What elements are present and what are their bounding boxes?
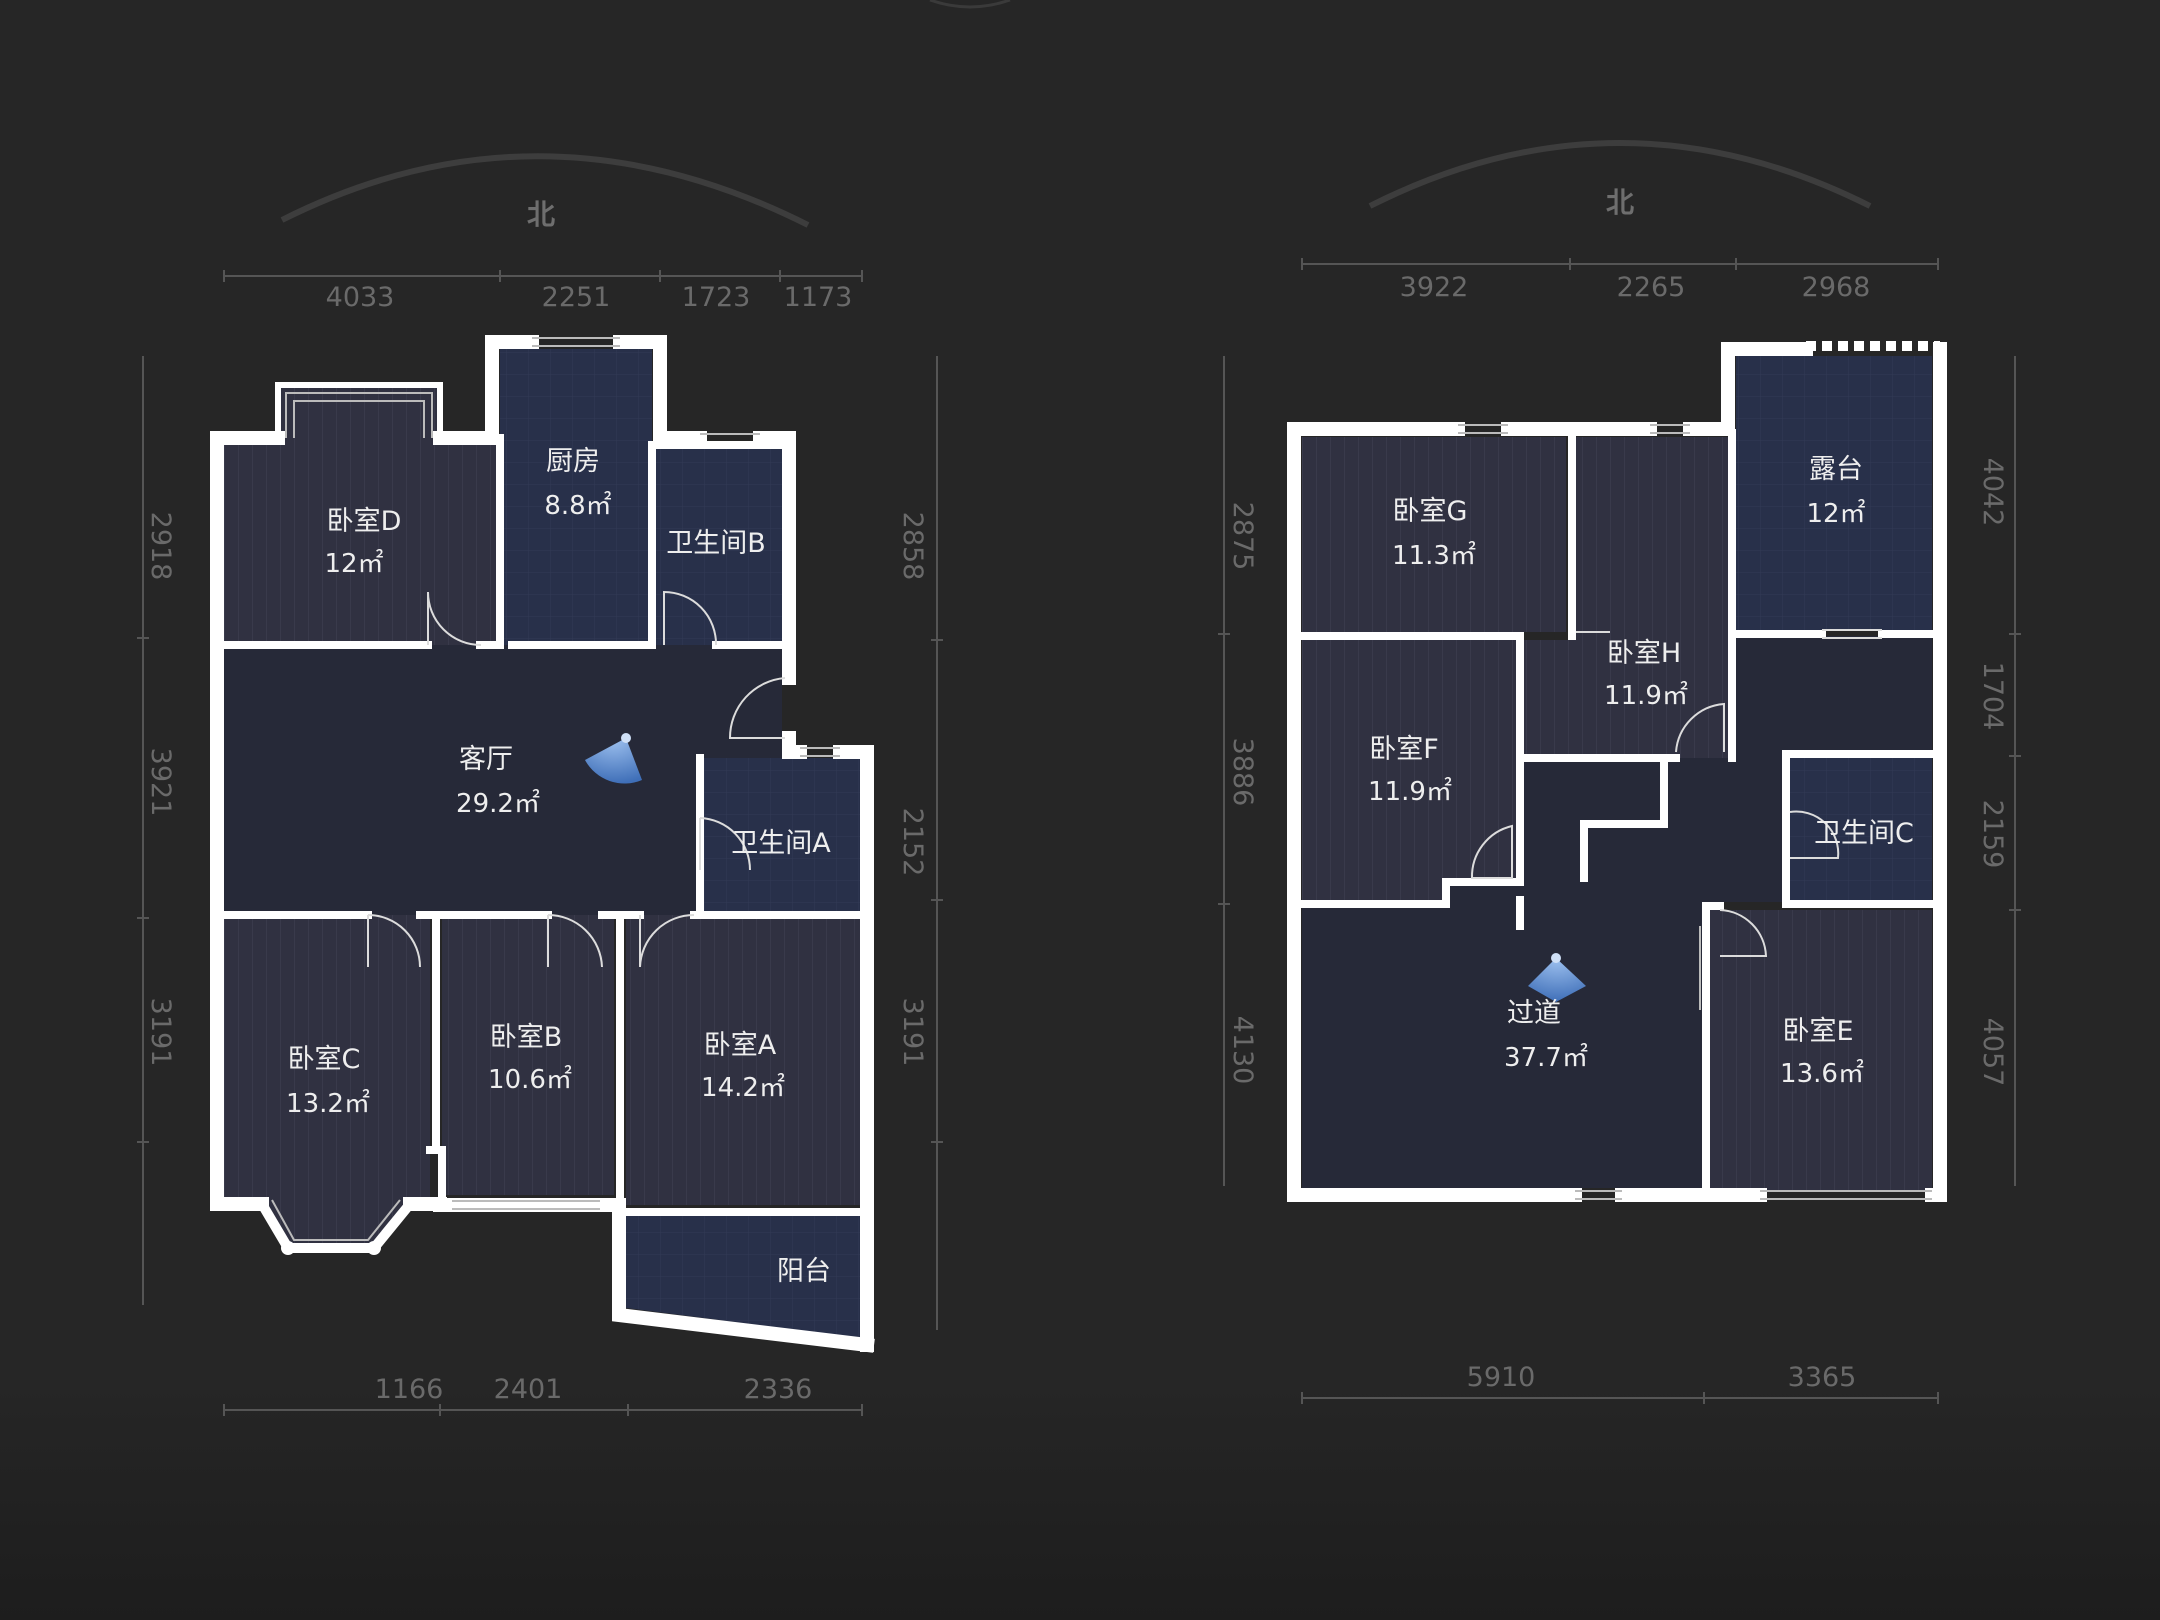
room-terrace[interactable] [1736, 356, 1932, 630]
room-bedroom-e-area: 13.6㎡ [1780, 1059, 1864, 1089]
floor1-dim-top-2: 2251 [542, 282, 611, 313]
floor2-dim-right-4: 4057 [1977, 1018, 2008, 1087]
floor2-viewpoint-icon[interactable] [1528, 958, 1586, 1002]
room-bedroom-d-name: 卧室D [327, 506, 402, 537]
floor1-plan: 北 4033 2251 1723 1173 1166 [137, 153, 943, 1416]
room-bedroom-d-area: 12㎡ [324, 549, 383, 579]
room-bedroom-c[interactable] [224, 915, 430, 1197]
floor2-dim-right-2: 1704 [1977, 662, 2008, 731]
floor1-dimension-lines [137, 270, 943, 1416]
room-bedroom-b[interactable] [442, 915, 614, 1195]
floor1-dim-bottom-1: 1166 [375, 1374, 444, 1405]
floor1-dim-left-3: 3191 [145, 998, 176, 1067]
room-bath-b[interactable] [652, 445, 782, 645]
room-kitchen-area: 8.8㎡ [544, 491, 611, 521]
floor1-bay-window-d [275, 382, 443, 438]
room-balcony-name: 阳台 [777, 1256, 831, 1287]
floor1-doors [367, 590, 786, 968]
floor2-doors [1470, 629, 1882, 957]
floor2-interior-walls [1294, 429, 1940, 1199]
floor2-plan: 北 3922 2265 2968 5910 3365 2875 3886 413… [1218, 140, 2021, 1404]
room-living-name: 客厅 [459, 744, 513, 775]
floor1-dim-bottom-2: 2401 [494, 1374, 563, 1405]
floor2-dim-left-1: 2875 [1227, 502, 1258, 571]
floor2-north-label: 北 [1606, 186, 1634, 219]
room-bedroom-g-area: 11.3㎡ [1392, 541, 1476, 571]
floor1-viewpoint-icon[interactable] [585, 738, 642, 784]
room-bedroom-h-area: 11.9㎡ [1604, 681, 1688, 711]
room-bedroom-c-area: 13.2㎡ [286, 1089, 370, 1119]
room-bedroom-e-name: 卧室E [1782, 1016, 1853, 1047]
room-terrace-area: 12㎡ [1806, 499, 1865, 529]
room-bedroom-a[interactable] [626, 915, 860, 1205]
floor2-compass-arc [1368, 140, 1872, 209]
room-bedroom-a-area: 14.2㎡ [701, 1073, 785, 1103]
floor2-dim-left-3: 4130 [1227, 1016, 1258, 1085]
floor2-dim-top-1: 3922 [1400, 272, 1469, 303]
floor2-dim-bottom-1: 5910 [1467, 1362, 1536, 1393]
floor1-interior-walls [217, 434, 868, 1216]
floor1-dim-left-1: 2918 [145, 512, 176, 581]
room-bedroom-b-name: 卧室B [490, 1022, 563, 1053]
floor2-windows [1458, 424, 1932, 1200]
room-bath-c-name: 卫生间C [1814, 818, 1914, 849]
room-corridor[interactable] [1302, 636, 1932, 1188]
floor2-dimension-lines [1218, 258, 2021, 1404]
room-kitchen-name: 厨房 [546, 446, 600, 477]
room-bath-c[interactable] [1786, 758, 1932, 902]
room-balcony[interactable] [626, 1212, 860, 1338]
floor1-dim-top-1: 4033 [326, 282, 395, 313]
room-bath-a-name: 卫生间A [731, 828, 831, 859]
floor1-dim-right-1: 2858 [897, 512, 928, 581]
room-bedroom-f-area: 11.9㎡ [1368, 777, 1452, 807]
room-bedroom-b-area: 10.6㎡ [488, 1065, 572, 1095]
room-bath-b-name: 卫生间B [666, 528, 766, 559]
room-bedroom-d[interactable] [224, 438, 500, 645]
room-bedroom-c-name: 卧室C [288, 1044, 361, 1075]
room-corridor-name: 过道 [1507, 998, 1561, 1029]
room-bedroom-h-name: 卧室H [1607, 638, 1681, 669]
floor2-dim-right-1: 4042 [1977, 458, 2008, 527]
room-terrace-name: 露台 [1809, 454, 1863, 485]
room-bedroom-f[interactable] [1302, 640, 1520, 902]
floor2-dim-top-3: 2968 [1802, 272, 1871, 303]
floor2-terrace-rail [1806, 341, 1947, 632]
room-bath-a[interactable] [700, 758, 860, 915]
floor1-dim-left-2: 3921 [145, 748, 176, 817]
floor1-exterior-walls [210, 335, 875, 1353]
floor1-bay-window-c [257, 1200, 414, 1253]
floor2-dim-right-3: 2159 [1977, 800, 2008, 869]
floor1-dim-right-2: 2152 [897, 808, 928, 877]
floor1-dim-top-4: 1173 [784, 282, 853, 313]
floor2-dim-bottom-2: 3365 [1788, 1362, 1857, 1393]
room-bedroom-g[interactable] [1302, 437, 1566, 632]
floor1-dim-right-3: 3191 [897, 998, 928, 1067]
floor1-north-label: 北 [527, 198, 555, 231]
room-kitchen[interactable] [500, 349, 652, 645]
floor1-compass-arc [280, 153, 810, 228]
room-living[interactable] [224, 645, 782, 915]
room-bedroom-g-name: 卧室G [1393, 496, 1468, 527]
room-bedroom-a-name: 卧室A [704, 1030, 777, 1061]
floor2-dim-left-2: 3886 [1227, 738, 1258, 807]
room-bedroom-e[interactable] [1710, 910, 1932, 1190]
room-corridor-area: 37.7㎡ [1504, 1043, 1588, 1073]
room-living-area: 29.2㎡ [456, 789, 540, 819]
room-bedroom-f-name: 卧室F [1369, 734, 1439, 765]
room-bedroom-h[interactable] [1524, 437, 1728, 758]
floor2-dim-top-2: 2265 [1617, 272, 1686, 303]
floor1-dim-top-3: 1723 [682, 282, 751, 313]
floor1-dim-bottom-3: 2336 [744, 1374, 813, 1405]
